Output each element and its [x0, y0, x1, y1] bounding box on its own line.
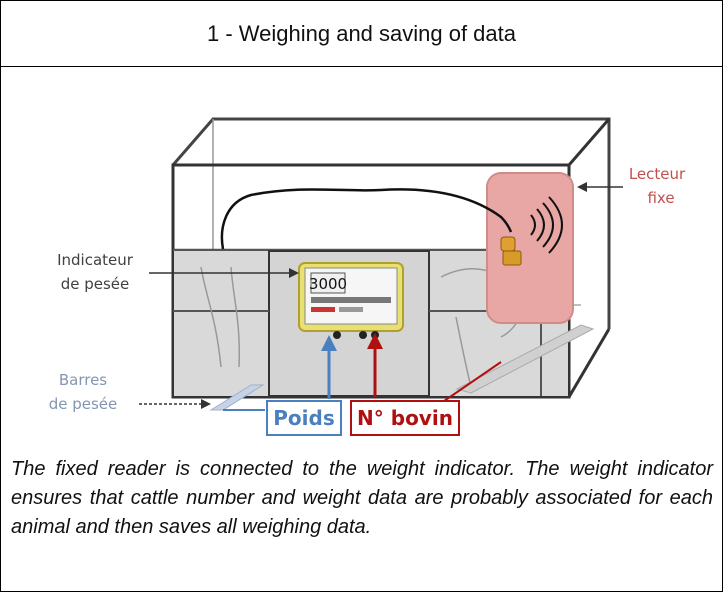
cattle-number-label-box: N° bovin — [350, 400, 460, 436]
weight-label-box: Poids — [266, 400, 342, 436]
caption-text: The fixed reader is connected to the wei… — [11, 458, 713, 538]
indicator-label-line1: Indicateur — [57, 251, 134, 269]
reader-callout: Lecteur fixe — [577, 165, 686, 207]
figure-title: 1 - Weighing and saving of data — [1, 1, 722, 67]
reader-label-line2: fixe — [647, 189, 674, 207]
cattle-number-label: N° bovin — [357, 406, 453, 430]
left-panel — [174, 251, 269, 396]
indicator-label-line2: de pesée — [61, 275, 130, 293]
ear-tag-icon — [500, 236, 522, 266]
bars-label-line2: de pesée — [49, 395, 118, 413]
weighing-bars — [209, 324, 595, 411]
indicator-display-value: 3000 — [309, 275, 347, 293]
weighing-diagram-svg: 3000 — [49, 117, 686, 436]
cow-outline — [220, 188, 513, 250]
fixed-reader — [486, 172, 574, 324]
weight-indicator-device: 3000 — [298, 262, 404, 339]
weighing-diagram: 3000 — [1, 67, 722, 447]
figure-caption: The fixed reader is connected to the wei… — [11, 455, 713, 542]
bars-label-line1: Barres — [59, 371, 107, 389]
bars-callout: Barres de pesée — [49, 371, 211, 413]
weight-arrow — [223, 335, 337, 411]
reader-label-line1: Lecteur — [629, 165, 686, 183]
weight-label: Poids — [273, 406, 334, 430]
indicator-callout: Indicateur de pesée — [57, 251, 299, 293]
